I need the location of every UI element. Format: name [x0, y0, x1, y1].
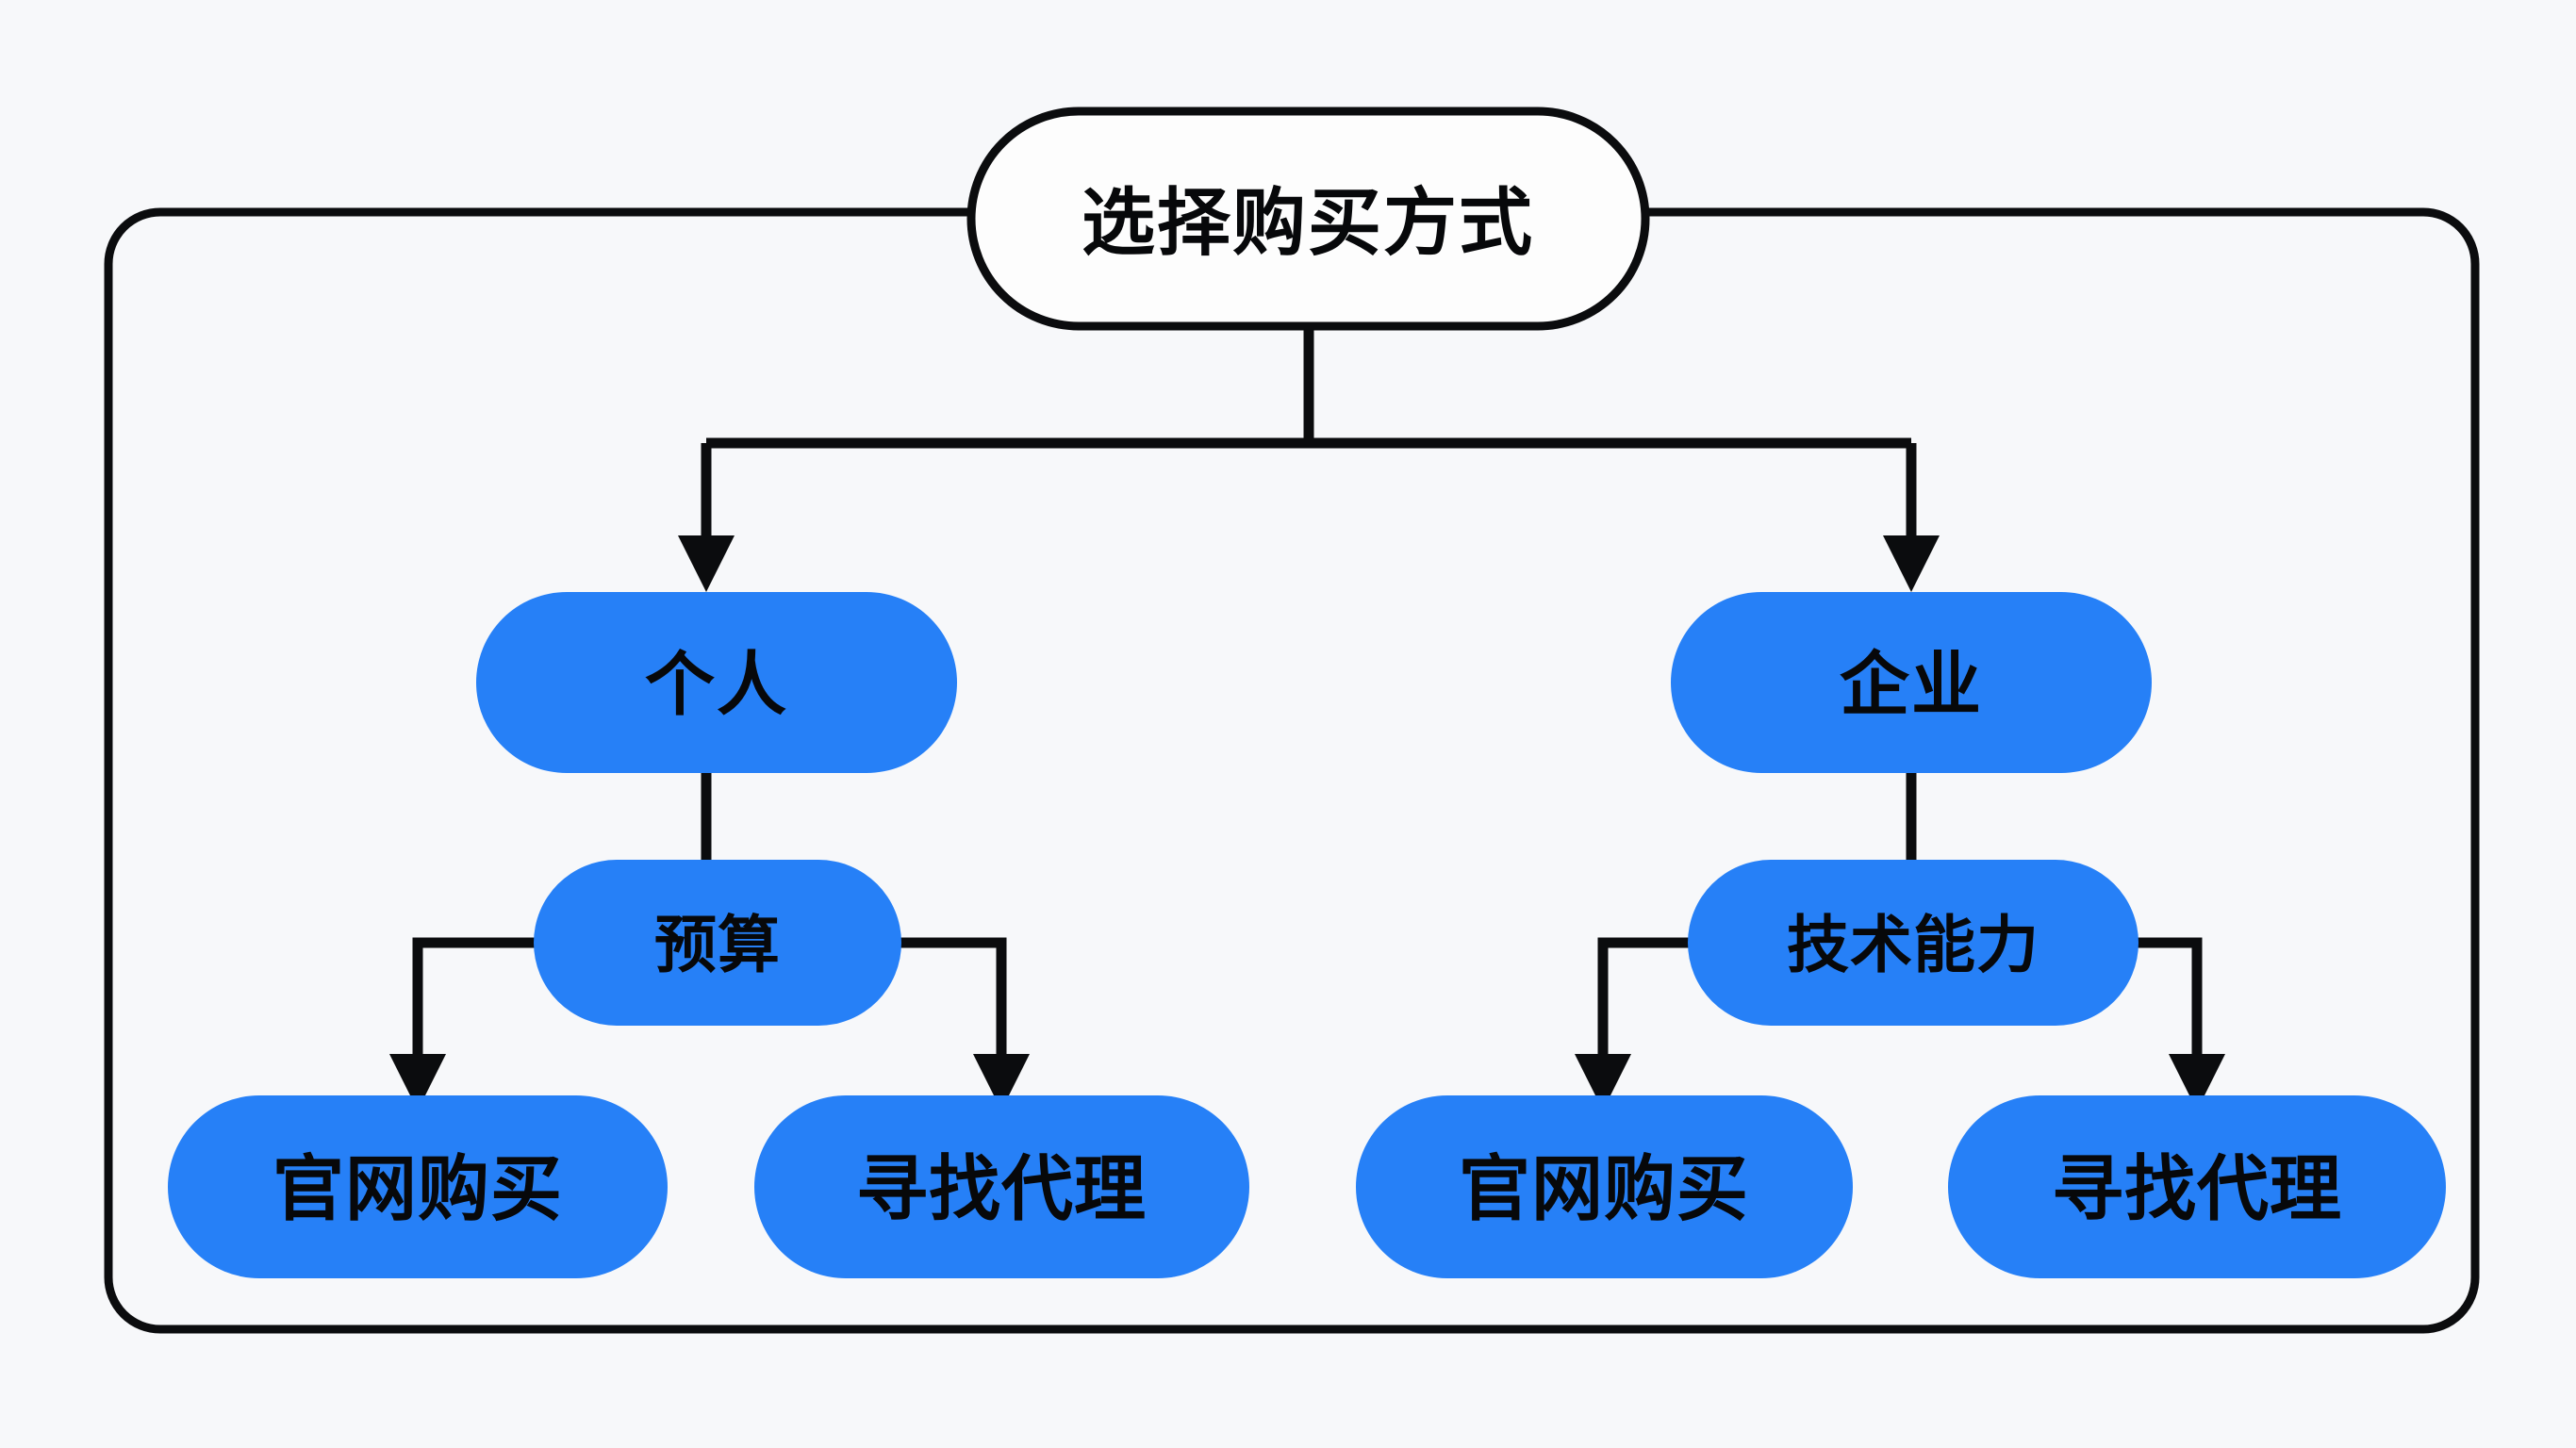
node-official-right-shape [1356, 1095, 1853, 1278]
subgraph-container [104, 207, 2480, 1334]
node-individual-shape [476, 592, 957, 773]
edge-budget-to-official [389, 937, 585, 1111]
node-official-left-shape [168, 1095, 668, 1278]
node-enterprise-label: 企业 [1840, 646, 1983, 724]
node-enterprise-shape [1671, 592, 2152, 773]
node-root-shape [966, 107, 1650, 331]
node-agent-left[interactable]: 寻找代理 [754, 1095, 1249, 1278]
edge-root-to-enterprise [1883, 443, 1940, 592]
node-root-label: 选择购买方式 [1082, 181, 1534, 264]
node-agent-left-shape [754, 1095, 1249, 1278]
node-root[interactable]: 选择购买方式 [966, 107, 1650, 331]
edge-tech-to-official [1575, 937, 1707, 1111]
node-budget-label: 预算 [654, 910, 781, 979]
node-tech[interactable]: 技术能力 [1688, 860, 2138, 1026]
node-official-right[interactable]: 官网购买 [1356, 1095, 1853, 1278]
node-official-right-label: 官网购买 [1459, 1150, 1749, 1230]
node-agent-right[interactable]: 寻找代理 [1948, 1095, 2446, 1278]
node-official-left-label: 官网购买 [272, 1150, 563, 1230]
node-official-left[interactable]: 官网购买 [168, 1095, 668, 1278]
node-agent-right-shape [1948, 1095, 2446, 1278]
node-agent-right-label: 寻找代理 [2052, 1150, 2342, 1230]
node-tech-shape [1688, 860, 2138, 1026]
edge-tech-to-agent [2116, 937, 2225, 1111]
edge-root-split [706, 325, 1911, 449]
node-tech-label: 技术能力 [1787, 910, 2039, 979]
node-budget-shape [534, 860, 901, 1026]
edge-root-to-individual [678, 443, 735, 592]
node-individual-label: 个人 [645, 646, 788, 724]
node-enterprise[interactable]: 企业 [1671, 592, 2152, 773]
node-individual[interactable]: 个人 [476, 592, 957, 773]
node-agent-left-label: 寻找代理 [856, 1150, 1147, 1230]
node-budget[interactable]: 预算 [534, 860, 901, 1026]
